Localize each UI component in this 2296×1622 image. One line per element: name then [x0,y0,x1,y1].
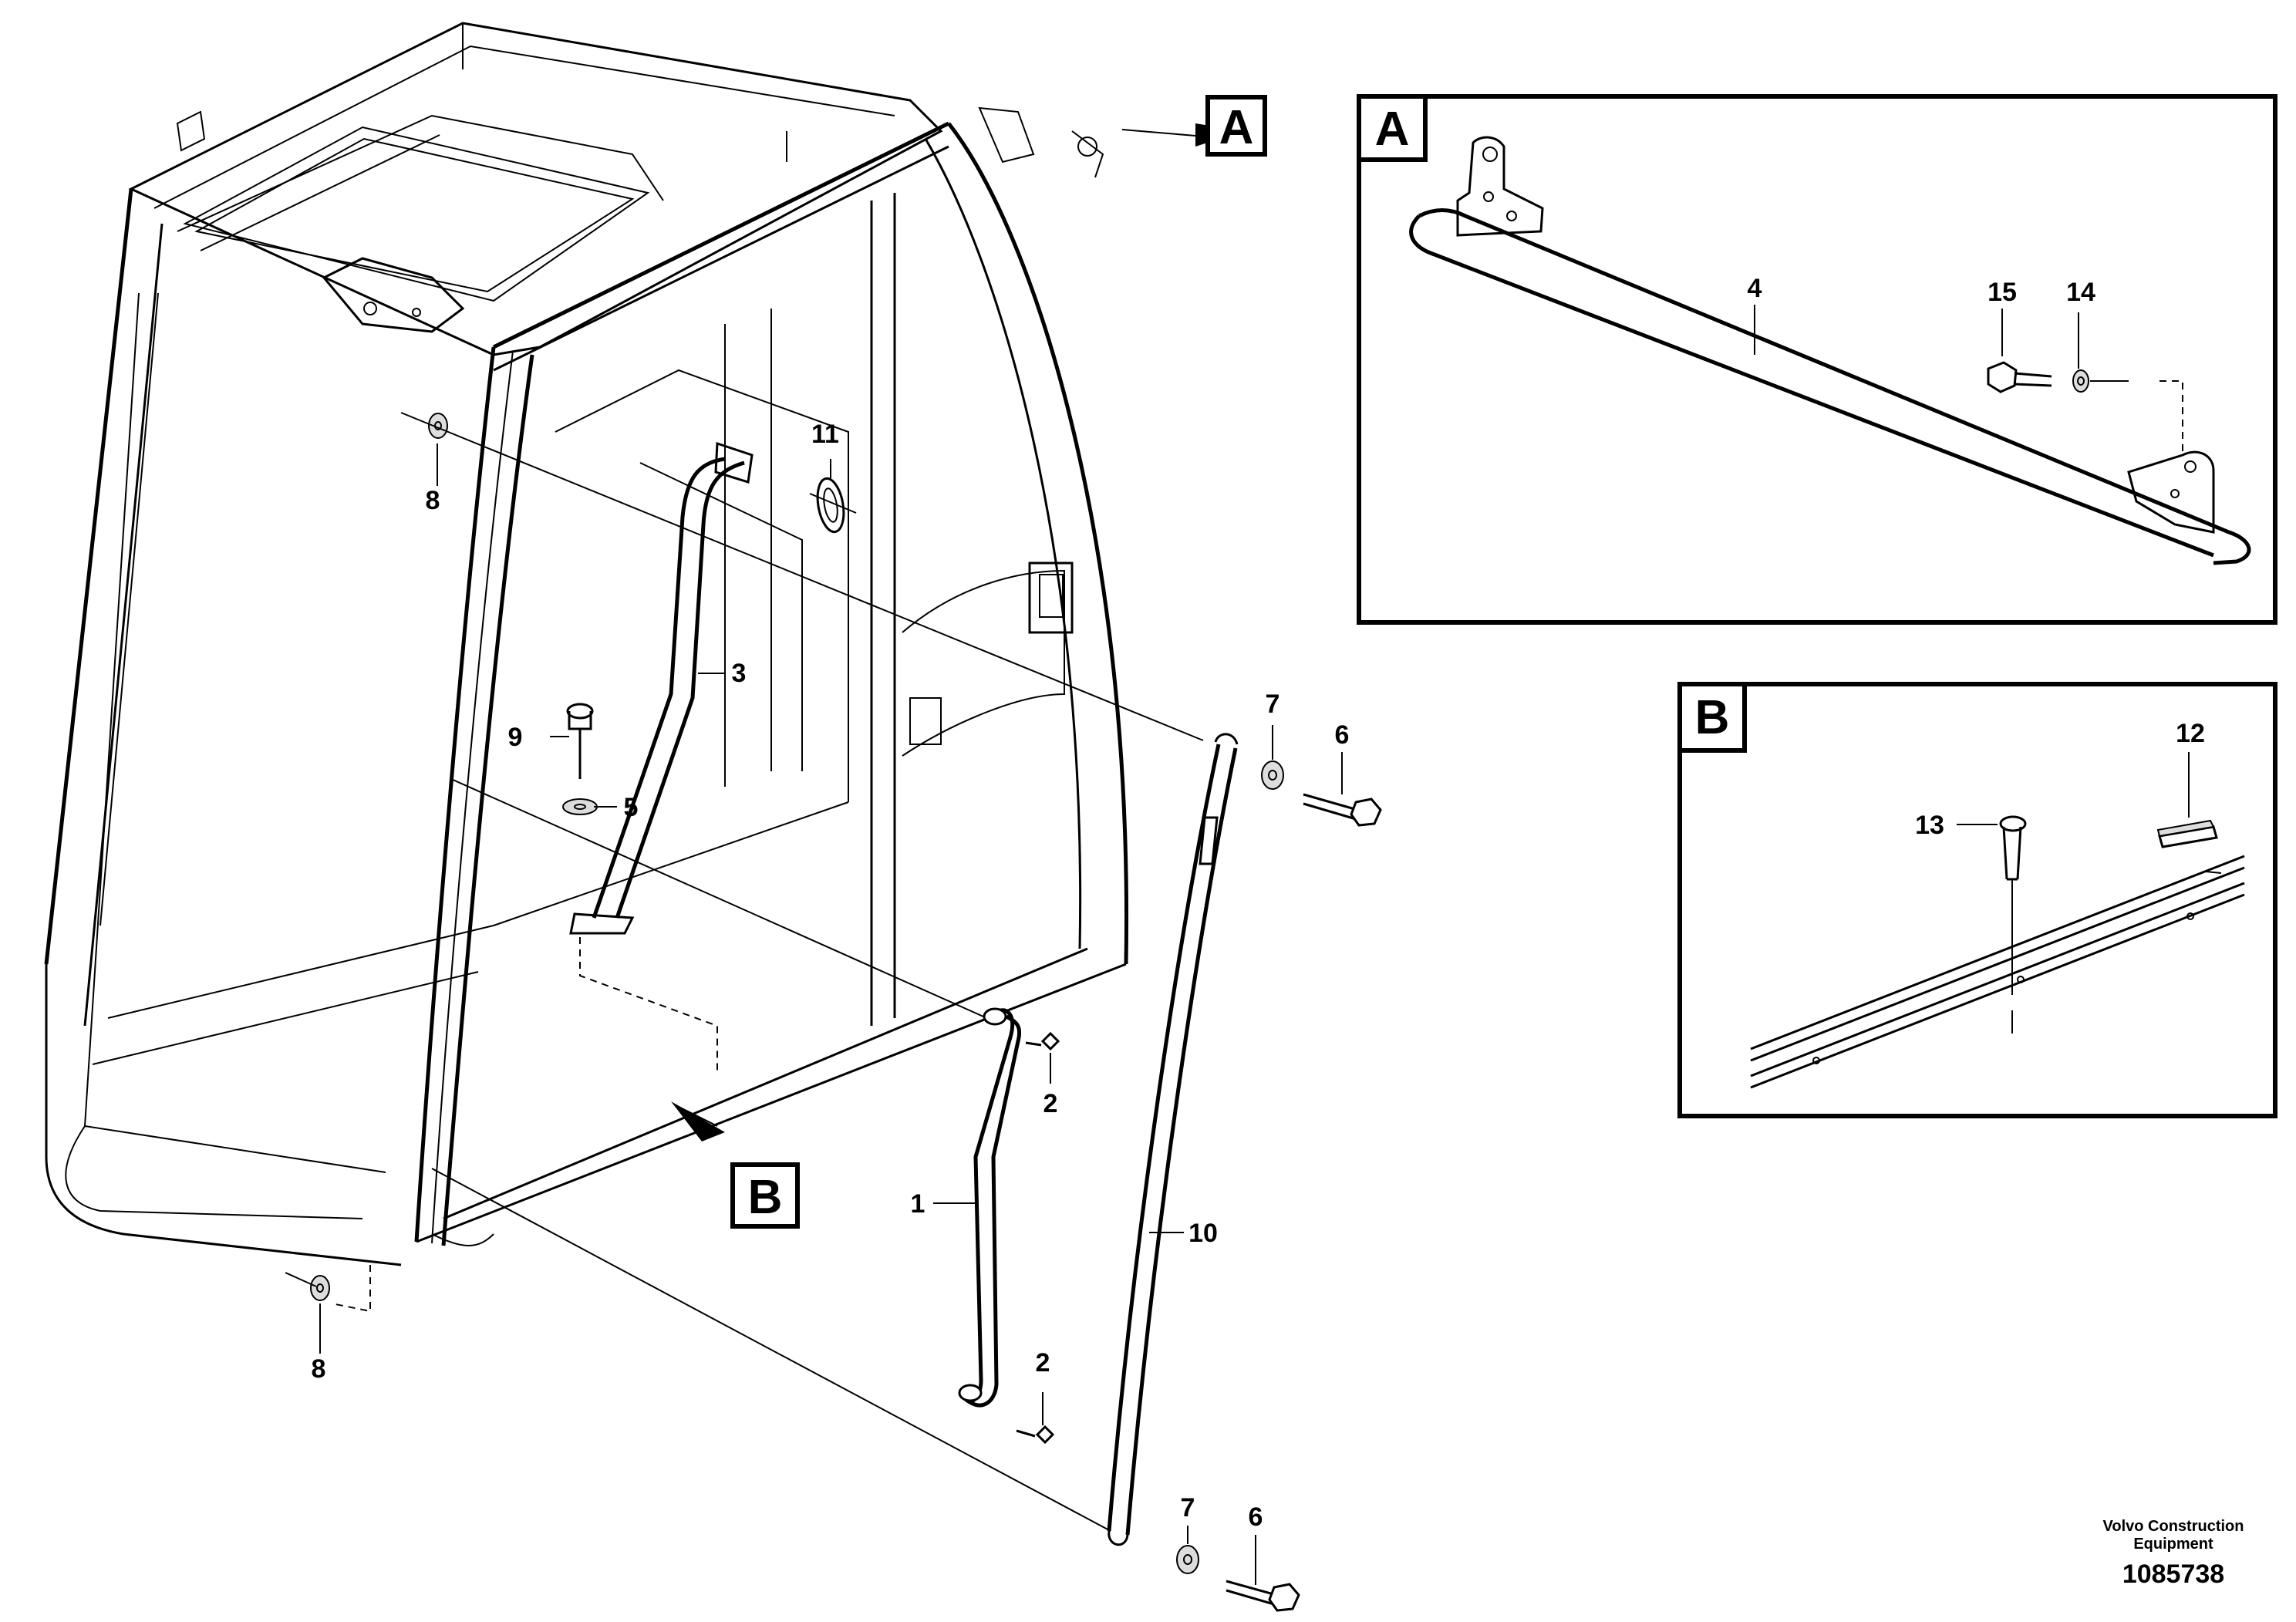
svg-text:A: A [1219,101,1254,154]
drawing-number: 1085738 [2122,1560,2224,1589]
plug-part-11 [816,477,845,534]
bolt-part-6-lower [1226,1580,1300,1612]
callout-15: 15 [1988,278,2017,307]
handle-part-1 [958,1007,1022,1408]
callout-11: 11 [811,420,839,449]
assembly-lines [285,412,1204,1532]
grab-handle-part-3 [569,441,754,935]
callout-6-lower: 6 [1249,1502,1263,1532]
callout-4: 4 [1748,274,1762,303]
screw-part-13 [1999,815,2027,881]
callout-1: 1 [911,1189,925,1219]
view-tag-a-main: A [1205,95,1267,157]
callout-7-lower: 7 [1181,1493,1195,1523]
drawing-footer: Volvo Construction Equipment 1085738 [2103,1518,2244,1589]
arrow-to-tag-b [671,1101,725,1141]
callout-8-upper: 8 [426,486,440,515]
svg-text:B: B [748,1171,783,1224]
callout-10: 10 [1188,1219,1218,1248]
callout-6-upper: 6 [1335,720,1350,750]
callout-12: 12 [2176,719,2205,748]
rail-part-10 [1107,733,1239,1546]
maker-name-line1: Volvo Construction [2103,1518,2244,1535]
washer-part-14 [2072,369,2089,393]
strip-part-12 [2156,819,2218,848]
maker-name-line2: Equipment [2133,1536,2213,1553]
leader-lines [319,129,1343,1585]
bolt-part-6-upper [1303,793,1382,827]
callout-2-upper: 2 [1043,1089,1058,1118]
bar-part-4 [1409,136,2251,565]
callout-14: 14 [2066,278,2095,307]
callout-7-upper: 7 [1266,690,1280,719]
screw-part-2-lower [1016,1425,1055,1445]
washer-part-5 [562,798,598,815]
view-tag-b-main: B [730,1162,800,1229]
detail-view-a: A [1357,94,2277,625]
svg-text:A: A [1375,103,1410,156]
detail-view-b: B [1677,682,2277,1118]
callout-9: 9 [508,723,523,752]
callout-3: 3 [732,659,747,688]
washer-part-8-lower [310,1275,330,1301]
callout-8-lower: 8 [312,1354,326,1384]
screw-part-2-upper [1025,1031,1060,1051]
washer-part-7-upper [1261,760,1284,790]
callout-2-lower: 2 [1036,1348,1050,1378]
washer-part-7-lower [1176,1545,1199,1574]
callout-labels: 1 2 2 3 4 5 6 6 7 7 8 8 9 10 11 12 13 14… [312,274,2205,1532]
screw-part-9 [566,703,594,779]
callout-13: 13 [1915,811,1944,840]
callout-5: 5 [624,793,639,822]
bolt-part-15 [1987,361,2052,393]
cab-frame [44,22,1129,1266]
svg-text:B: B [1695,691,1730,744]
